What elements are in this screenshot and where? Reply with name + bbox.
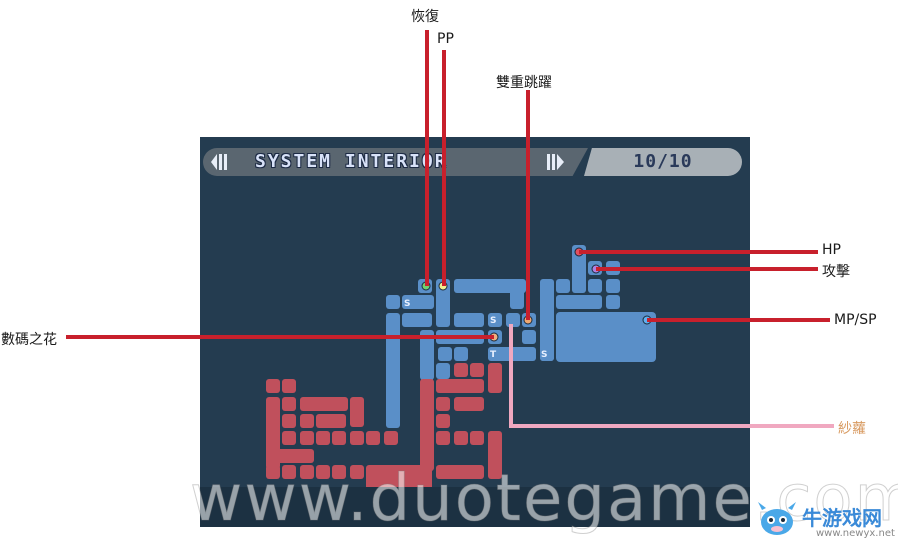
save-marker-2: S xyxy=(490,316,496,326)
digital-flower-label: 數碼之花 xyxy=(1,332,57,348)
progress-counter: 10/10 xyxy=(633,151,693,172)
hp-item-dot xyxy=(574,247,584,257)
double-jump-item-dot xyxy=(523,315,533,325)
arrow-right-icon[interactable] xyxy=(546,153,566,171)
attack-label: 攻擊 xyxy=(822,264,850,280)
hp-label: HP xyxy=(822,242,841,258)
recovery-label: 恢復 xyxy=(411,9,439,25)
sara-label: 紗蘿 xyxy=(838,421,866,437)
mp-sp-label: MP/SP xyxy=(834,312,877,328)
progress-bar xyxy=(584,148,742,176)
logo-mascot-icon xyxy=(758,502,796,535)
pp-item-dot xyxy=(438,281,448,291)
area-name-title: SYSTEM INTERIOR xyxy=(255,151,448,172)
attack-item-dot xyxy=(591,264,601,274)
logo-name: 牛游戏网 xyxy=(802,506,882,530)
double-jump-label: 雙重跳躍 xyxy=(496,75,552,91)
logo-url: www.newyx.net xyxy=(816,528,895,539)
pp-label: PP xyxy=(437,31,454,47)
mp-sp-item-dot xyxy=(642,315,652,325)
teleport-marker: T xyxy=(490,350,497,360)
map-grid: S S T S xyxy=(200,245,750,527)
area-name-bar xyxy=(203,148,588,176)
save-marker-3: S xyxy=(541,350,547,360)
digital-flower-item-dot xyxy=(489,332,499,342)
recovery-item-dot xyxy=(421,281,431,291)
arrow-left-icon[interactable] xyxy=(211,153,231,171)
save-marker-1: S xyxy=(404,299,410,309)
bottom-shade xyxy=(200,487,750,527)
